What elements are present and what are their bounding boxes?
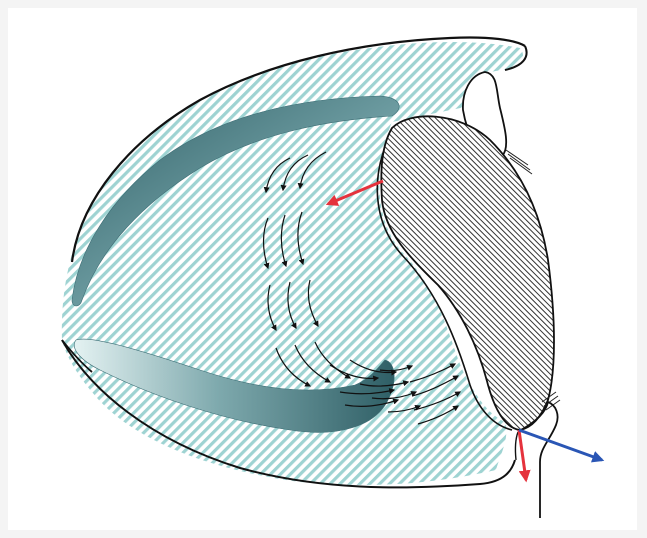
- anatomical-diagram: [8, 8, 637, 530]
- red-arrow-down: [519, 430, 526, 480]
- diagram-panel: [8, 8, 637, 530]
- blue-arrow-right: [519, 430, 602, 460]
- right-stem-inner: [515, 432, 518, 460]
